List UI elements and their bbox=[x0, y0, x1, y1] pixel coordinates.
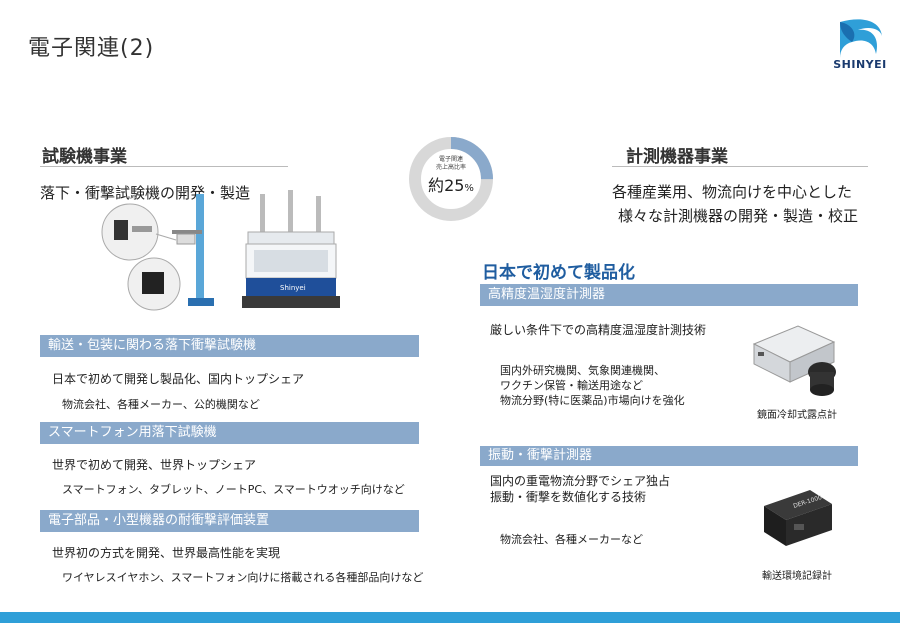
first-in-japan-heading: 日本で初めて製品化 bbox=[482, 263, 635, 283]
smartphone-drop-tester-line1: 世界で初めて開発、世界トップシェア bbox=[52, 458, 257, 472]
shinyei-logo-icon bbox=[840, 19, 882, 58]
vibration-instrument-detail1: 物流会社、各種メーカーなど bbox=[500, 533, 643, 546]
donut-value-prefix: 約 bbox=[428, 176, 445, 195]
component-impact-evaluator-line2: ワイヤレスイヤホン、スマートフォン向けに搭載される各種部品向けなど bbox=[62, 571, 424, 584]
bottom-accent-bar bbox=[0, 612, 900, 623]
drop-tester-image bbox=[101, 194, 214, 311]
section-bar-vibration-instrument: 振動・衝撃計測器 bbox=[480, 446, 858, 466]
dew-point-meter-image bbox=[752, 325, 836, 396]
donut-value-number: 25 bbox=[444, 176, 465, 195]
smartphone-drop-tester-line2: スマートフォン、タブレット、ノートPC、スマートウオッチ向けなど bbox=[62, 483, 405, 496]
humidity-instrument-detail2: ワクチン保管・輸送用途など bbox=[500, 379, 643, 392]
component-impact-evaluator-line1: 世界初の方式を開発、世界最高性能を実現 bbox=[52, 546, 281, 560]
left-heading-underline bbox=[40, 166, 288, 167]
section-bar-component-impact-evaluator: 電子部品・小型機器の耐衝撃評価装置 bbox=[40, 510, 419, 532]
humidity-instrument-detail1: 国内外研究機関、気象関連機関、 bbox=[500, 364, 665, 377]
sales-ratio-donut bbox=[409, 137, 493, 221]
logo-text: SHINYEI bbox=[833, 58, 887, 71]
section-bar-humidity-instrument: 高精度温湿度計測器 bbox=[480, 284, 858, 306]
donut-line2: 売上高比率 bbox=[435, 164, 466, 171]
drop-impact-tester-line1: 日本で初めて開発し製品化、国内トップシェア bbox=[52, 372, 305, 386]
donut-fill bbox=[409, 137, 493, 221]
vibration-instrument-line2: 振動・衝撃を数値化する技術 bbox=[490, 490, 647, 504]
testing-business-heading: 試験機事業 bbox=[42, 147, 127, 167]
measuring-business-desc1: 各種産業用、物流向けを中心とした bbox=[612, 183, 853, 201]
measuring-business-heading: 計測機器事業 bbox=[626, 147, 728, 167]
measuring-business-desc2: 様々な計測機器の開発・製造・校正 bbox=[618, 207, 859, 225]
donut-value-unit: % bbox=[464, 183, 474, 194]
transport-recorder-image: DER-1000 bbox=[764, 490, 832, 546]
right-heading-underline bbox=[612, 166, 868, 167]
donut-value: 約25% bbox=[416, 172, 486, 196]
page-title: 電子関連(2) bbox=[28, 36, 155, 61]
vibration-instrument-line1: 国内の重電物流分野でシェア独占 bbox=[490, 474, 671, 488]
humidity-instrument-line1: 厳しい条件下での高精度温湿度計測技術 bbox=[490, 323, 707, 337]
machine-label: Shinyei bbox=[280, 284, 306, 292]
drop-impact-tester-line2: 物流会社、各種メーカー、公的機関など bbox=[62, 398, 260, 411]
impact-test-machine-image: Shinyei bbox=[242, 190, 340, 308]
dew-point-meter-caption: 鏡面冷却式露点計 bbox=[757, 410, 837, 421]
donut-line1: 電子関連 bbox=[438, 156, 463, 163]
section-bar-drop-impact-tester: 輸送・包装に関わる落下衝撃試験機 bbox=[40, 335, 419, 357]
humidity-instrument-detail3: 物流分野(特に医薬品)市場向けを強化 bbox=[500, 394, 685, 407]
section-bar-smartphone-drop-tester: スマートフォン用落下試験機 bbox=[40, 422, 419, 444]
transport-recorder-caption: 輸送環境記録計 bbox=[762, 571, 832, 582]
